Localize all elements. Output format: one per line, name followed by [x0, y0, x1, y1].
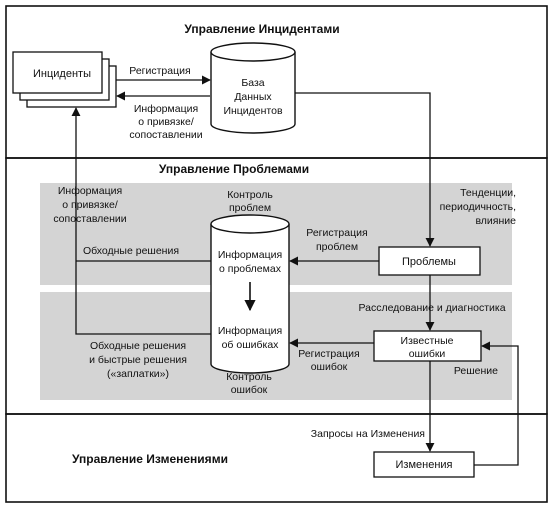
- trends-label-2: периодичность,: [440, 201, 516, 213]
- problem-control-label-1: Контроль: [227, 189, 273, 201]
- problems-box: [378, 246, 481, 276]
- error-info-label-2: об ошибках: [222, 339, 280, 351]
- trends-label-3: влияние: [475, 215, 516, 227]
- solution-arrow: [474, 341, 519, 466]
- change-management-title: Управление Изменениями: [72, 452, 228, 466]
- error-registration-label-2: ошибок: [311, 361, 348, 373]
- investigation-label: Расследование и диагностика: [358, 302, 505, 314]
- incidents-db-top: [210, 42, 296, 62]
- trends-arrow: [295, 92, 435, 247]
- knowledge-db-top: [210, 214, 290, 234]
- incidents-box: [12, 51, 103, 94]
- binding-info-left-2: о привязке/: [62, 199, 118, 211]
- registration-label: Регистрация: [129, 65, 190, 77]
- problem-control-label-2: проблем: [229, 202, 271, 214]
- change-requests-label: Запросы на Изменения: [311, 428, 425, 440]
- error-control-label-1: Контроль: [226, 371, 272, 383]
- problem-management-title: Управление Проблемами: [159, 162, 309, 176]
- problem-info-label-2: о проблемах: [219, 263, 282, 275]
- binding-info-top-2: о привязке/: [138, 116, 194, 128]
- trends-label-1: Тенденции,: [460, 187, 516, 199]
- binding-info-left-1: Информация: [58, 185, 122, 197]
- binding-info-top-3: сопоставлении: [129, 129, 202, 141]
- incidents-db-label-3: Инцидентов: [223, 105, 283, 117]
- incidents-db-cylinder: [210, 52, 296, 134]
- change-management-frame: [5, 413, 548, 503]
- error-control-label-2: ошибок: [231, 384, 268, 396]
- known-errors-label-2: ошибки: [409, 348, 446, 360]
- error-registration-label-1: Регистрация: [298, 348, 359, 360]
- problem-registration-label-2: проблем: [316, 241, 358, 253]
- error-info-label-1: Информация: [218, 325, 282, 337]
- problem-info-label-1: Информация: [218, 249, 282, 261]
- quick-fixes-label-1: Обходные решения: [90, 340, 186, 352]
- workarounds-label: Обходные решения: [83, 245, 179, 257]
- incidents-label: Инциденты: [33, 68, 91, 80]
- quick-fixes-label-2: и быстрые решения: [89, 354, 187, 366]
- binding-info-top-1: Информация: [134, 103, 198, 115]
- incidents-db-label-2: Данных: [234, 91, 272, 103]
- known-errors-box: [373, 330, 482, 362]
- problems-label: Проблемы: [402, 256, 456, 268]
- known-errors-label-1: Известные: [401, 335, 454, 347]
- quick-fixes-label-3: («заплатки»): [107, 368, 169, 380]
- incident-management-title: Управление Инцидентами: [184, 22, 339, 36]
- solution-label: Решение: [454, 365, 498, 377]
- problem-registration-label-1: Регистрация: [306, 227, 367, 239]
- binding-info-return-arrow: [71, 107, 211, 335]
- incidents-db-label-1: База: [241, 77, 264, 89]
- binding-info-left-3: сопоставлении: [53, 213, 126, 225]
- changes-label: Изменения: [396, 459, 453, 471]
